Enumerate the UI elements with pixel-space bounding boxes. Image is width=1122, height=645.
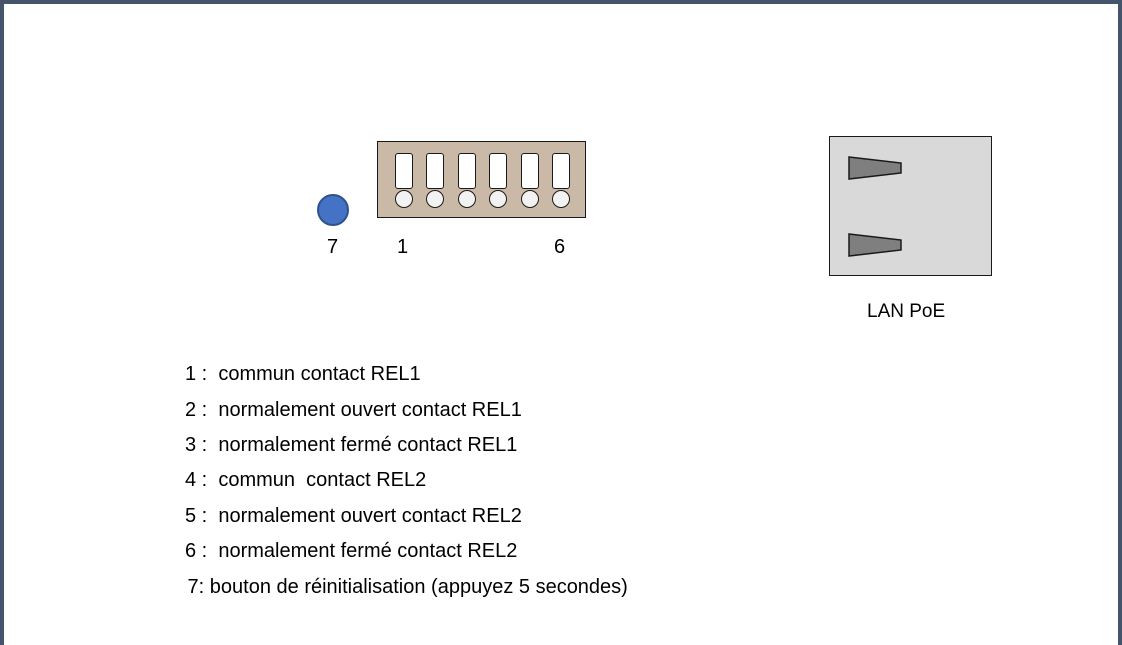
terminal-slot-5 bbox=[521, 153, 539, 189]
terminal-slot-3 bbox=[458, 153, 476, 189]
legend-item-2: 2 : normalement ouvert contact REL1 bbox=[185, 399, 522, 421]
legend-item-5: 5 : normalement ouvert contact REL2 bbox=[185, 505, 522, 527]
terminal-first-label: 1 bbox=[397, 236, 409, 258]
lan-port-label: LAN PoE bbox=[867, 301, 946, 322]
terminal-last-label: 6 bbox=[554, 236, 566, 258]
terminal-slot-1 bbox=[395, 153, 413, 189]
reset-button-label: 7 bbox=[327, 236, 339, 258]
terminal-screw-5 bbox=[521, 190, 539, 208]
terminal-slot-2 bbox=[426, 153, 444, 189]
terminal-screw-6 bbox=[552, 190, 570, 208]
terminal-screw-2 bbox=[426, 190, 444, 208]
legend-item-6: 6 : normalement fermé contact REL2 bbox=[185, 540, 518, 562]
legend-item-3: 3 : normalement fermé contact REL1 bbox=[185, 434, 518, 456]
lan-clip-top bbox=[848, 156, 902, 180]
terminal-screw-3 bbox=[458, 190, 476, 208]
terminal-slot-6 bbox=[552, 153, 570, 189]
terminal-screw-1 bbox=[395, 190, 413, 208]
legend-item-1: 1 : commun contact REL1 bbox=[185, 363, 421, 385]
legend-item-7: 7: bouton de réinitialisation (appuyez 5… bbox=[182, 576, 628, 598]
lan-clip-bottom bbox=[848, 233, 902, 257]
legend-item-4: 4 : commun contact REL2 bbox=[185, 469, 427, 491]
terminal-slot-4 bbox=[489, 153, 507, 189]
reset-button bbox=[317, 194, 349, 226]
terminal-screw-4 bbox=[489, 190, 507, 208]
